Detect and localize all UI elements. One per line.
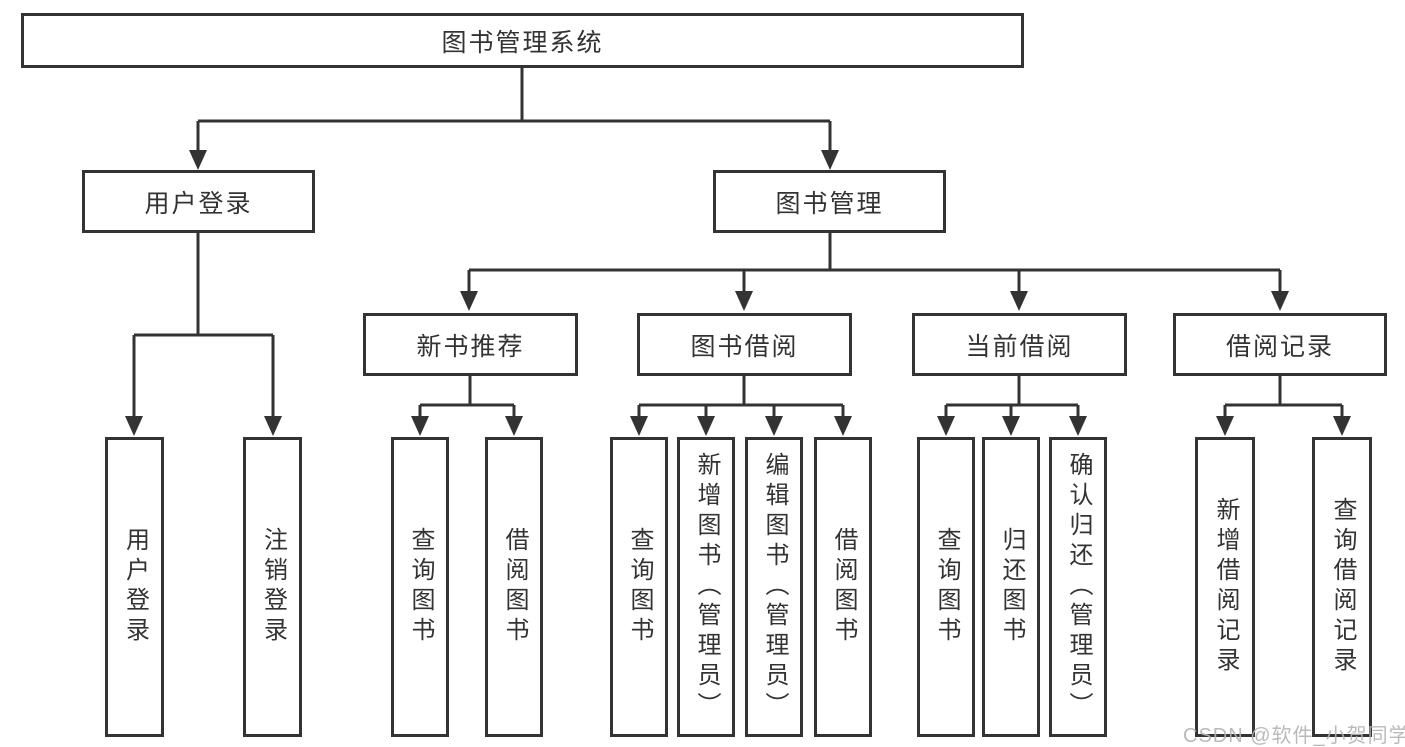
leaf-borrow-edit-book-admin-label: 编辑图书（管理员） [761,452,788,722]
leaf-current-return-books-label: 归还图书 [998,527,1025,647]
leaf-borrow-edit-book-admin: 编辑图书（管理员） [745,437,803,737]
node-root: 图书管理系统 [21,13,1024,68]
edge-currentborrow-to-leaves [944,376,1080,418]
arrowheads [125,150,1351,436]
leaf-borrow-add-book-admin: 新增图书（管理员） [677,437,735,737]
arrowhead [697,416,715,436]
leaf-borrow-borrow-books-label: 借阅图书 [830,527,857,647]
node-borrowing-records: 借阅记录 [1173,313,1387,376]
node-new-book-recommendation: 新书推荐 [363,313,578,376]
leaf-logout-label: 注销登录 [259,527,287,647]
arrowhead [1216,416,1234,436]
arrowhead [765,416,783,436]
node-user-login-label: 用户登录 [144,189,253,218]
leaf-borrow-query-books-label: 查询图书 [626,527,653,647]
arrowhead [834,416,852,436]
node-book-borrowing-label: 图书借阅 [690,332,799,361]
arrowhead [821,150,839,170]
edge-newbook-to-leaves [418,376,516,418]
edge-bookmgmt-to-level3 [467,233,1282,294]
arrowhead [1271,291,1289,311]
node-current-borrowing: 当前借阅 [912,313,1127,376]
leaf-records-query-record: 查询借阅记录 [1312,437,1372,737]
leaf-borrow-add-book-admin-label: 新增图书（管理员） [693,452,720,722]
arrowhead [411,416,429,436]
arrowhead [630,416,648,436]
leaf-borrow-borrow-books: 借阅图书 [814,437,872,737]
node-book-management-label: 图书管理 [775,189,884,218]
node-book-management: 图书管理 [713,170,946,233]
arrowhead [937,416,955,436]
edge-userlogin-to-leaves [132,233,275,418]
leaf-records-query-record-label: 查询借阅记录 [1329,497,1356,677]
leaf-current-return-books: 归还图书 [982,437,1040,737]
node-current-borrowing-label: 当前借阅 [965,332,1074,361]
arrowhead [1010,291,1028,311]
arrowhead [189,150,207,170]
node-borrowing-records-label: 借阅记录 [1225,332,1334,361]
arrowhead [1069,416,1087,436]
leaf-current-query-books: 查询图书 [917,437,975,737]
node-new-book-recommendation-label: 新书推荐 [416,332,525,361]
leaf-current-confirm-return-admin: 确认归还（管理员） [1049,437,1107,737]
leaf-newbook-query-books-label: 查询图书 [407,527,434,647]
leaf-newbook-query-books: 查询图书 [391,437,449,737]
leaf-records-add-record: 新增借阅记录 [1195,437,1255,737]
leaf-current-query-books-label: 查询图书 [933,527,960,647]
arrowhead [505,416,523,436]
arrowhead [1333,416,1351,436]
leaf-user-login-label: 用户登录 [121,527,149,647]
leaf-records-add-record-label: 新增借阅记录 [1212,497,1239,677]
leaf-user-login: 用户登录 [105,437,164,737]
arrowhead [125,416,143,436]
edge-records-to-leaves [1223,376,1344,418]
edge-bookborrow-to-leaves [637,376,845,418]
leaf-borrow-query-books: 查询图书 [610,437,668,737]
node-root-label: 图书管理系统 [441,28,604,57]
node-book-borrowing: 图书借阅 [637,313,852,376]
arrowhead [460,291,478,311]
arrowhead [264,416,282,436]
arrowhead [735,291,753,311]
watermark: CSDN @软件_小贺同学 [1183,725,1405,747]
leaf-newbook-borrow-books-label: 借阅图书 [501,527,528,647]
edge-root-to-level2 [196,68,832,153]
arrowhead [1002,416,1020,436]
node-user-login: 用户登录 [82,170,315,233]
leaf-newbook-borrow-books: 借阅图书 [485,437,543,737]
leaf-current-confirm-return-admin-label: 确认归还（管理员） [1065,452,1092,722]
leaf-logout: 注销登录 [243,437,302,737]
